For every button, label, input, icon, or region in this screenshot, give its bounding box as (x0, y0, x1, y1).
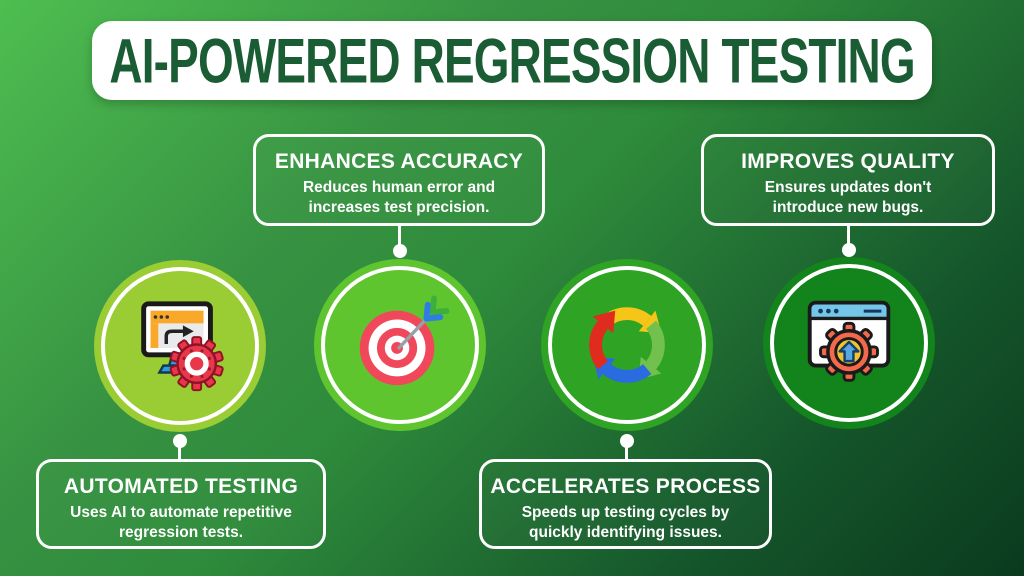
connector-dot-accelerates (620, 434, 634, 448)
connector-line-automated (178, 447, 181, 461)
callout-body-line1: Ensures updates don't (764, 179, 932, 196)
callout-body-line1: Reduces human error and (302, 179, 496, 196)
callout-title: ENHANCES ACCURACY (274, 150, 524, 173)
connector-line-quality (847, 226, 850, 245)
connector-dot-automated (173, 434, 187, 448)
page-title-text: AI-POWERED REGRESSION TESTING (109, 24, 915, 96)
cycle-arrows-icon (589, 307, 665, 383)
connector-dot-accuracy (393, 244, 407, 258)
browser-upgrade-gear-icon (807, 300, 891, 382)
callout-body: Reduces human error and increases test pr… (256, 178, 542, 218)
monitor-gear-icon (141, 301, 224, 392)
target-dart-icon (359, 295, 450, 386)
callout-automated-testing: AUTOMATED TESTING Uses AI to automate re… (36, 459, 326, 549)
callout-body-line2: increases test precision. (308, 198, 490, 216)
page-title: AI-POWERED REGRESSION TESTING (21, 29, 1003, 92)
connector-line-accelerates (625, 447, 628, 461)
callout-improves-quality: IMPROVES QUALITY Ensures updates don't in… (701, 134, 995, 226)
callout-body-line2: introduce new bugs. (772, 198, 924, 216)
title-banner: AI-POWERED REGRESSION TESTING (92, 21, 932, 100)
callout-body-line2: quickly identifying issues. (529, 523, 722, 541)
callout-enhances-accuracy: ENHANCES ACCURACY Reduces human error an… (253, 134, 545, 226)
callout-title: AUTOMATED TESTING (63, 475, 299, 498)
circle-enhances-accuracy (314, 259, 486, 431)
circle-accelerates-process (541, 259, 713, 431)
connector-line-accuracy (398, 226, 401, 246)
callout-title: ACCELERATES PROCESS (490, 475, 761, 498)
callout-body-line2: regression tests. (118, 523, 244, 541)
callout-body-line1: Uses AI to automate repetitive (70, 504, 292, 521)
callout-body: Speeds up testing cycles by quickly ident… (482, 503, 769, 543)
callout-title: IMPROVES QUALITY (741, 150, 955, 173)
connector-dot-quality (842, 243, 856, 257)
circle-improves-quality (763, 257, 935, 429)
callout-body-line1: Speeds up testing cycles by (521, 504, 730, 521)
callout-body: Uses AI to automate repetitive regression… (39, 503, 323, 543)
callout-accelerates-process: ACCELERATES PROCESS Speeds up testing cy… (479, 459, 772, 549)
circle-automated-testing (94, 260, 266, 432)
callout-body: Ensures updates don't introduce new bugs. (704, 178, 992, 218)
